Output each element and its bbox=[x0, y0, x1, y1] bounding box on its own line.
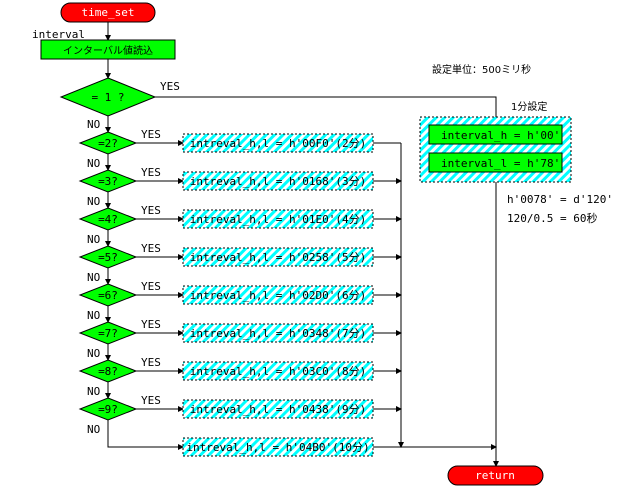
decision-diamond bbox=[78, 359, 138, 383]
action-label: intreval_h,l = h'02D0'(6分) bbox=[190, 289, 367, 302]
decision-4: =4? YES NO intreval_h,l = h'01E0'(4分) bbox=[78, 204, 402, 247]
action-label: intreval_h,l = h'03C0'(8分) bbox=[190, 365, 367, 378]
decision-1-yes: YES bbox=[160, 80, 180, 93]
note-hex-dec: h'0078' = d'120' bbox=[507, 193, 613, 206]
decision-6: =6? YES NO intreval_h,l = h'02D0'(6分) bbox=[78, 280, 402, 323]
decision-8: =8? YES NO intreval_h,l = h'03C0'(8分) bbox=[78, 356, 402, 399]
decision-diamond bbox=[78, 283, 138, 307]
read-interval-label: インターバル値読込 bbox=[63, 44, 153, 57]
action-label: intreval_h,l = h'01E0'(4分) bbox=[190, 213, 367, 226]
yes-label: YES bbox=[141, 356, 161, 369]
one-minute-group: 1分設定 interval_h = h'00' interval_l = h'7… bbox=[419, 100, 613, 225]
action-box bbox=[182, 285, 374, 305]
decision-7: =7? YES NO intreval_h,l = h'0348'(7分) bbox=[78, 318, 402, 361]
decision-diamond bbox=[78, 245, 138, 269]
default-action-box bbox=[182, 437, 374, 457]
unit-note: 設定単位：500ミリ秒 bbox=[432, 63, 531, 76]
end-label: return bbox=[475, 469, 515, 482]
decision-3: =3? YES NO intreval_h,l = h'0168'(3分) bbox=[78, 166, 402, 209]
action-box bbox=[182, 361, 374, 381]
set-interval-l: interval_l = h'78' bbox=[441, 157, 560, 170]
decision-label: =4? bbox=[98, 213, 118, 226]
decision-label: =5? bbox=[98, 251, 118, 264]
default-branch: intreval_h,l = h'04B0'(10分) bbox=[107, 420, 401, 457]
action-label: intreval_h,l = h'00F0'(2分) bbox=[190, 137, 367, 150]
decision-diamond bbox=[78, 207, 138, 231]
decision-label: =9? bbox=[98, 403, 118, 416]
default-connector bbox=[107, 420, 184, 450]
action-box bbox=[182, 171, 374, 191]
one-minute-title: 1分設定 bbox=[511, 100, 547, 113]
decision-9: =9? YES NO intreval_h,l = h'0438'(9分) bbox=[78, 394, 402, 436]
no-label: NO bbox=[87, 195, 100, 208]
no-label: NO bbox=[87, 271, 100, 284]
no-label: NO bbox=[87, 157, 100, 170]
no-label: NO bbox=[87, 347, 100, 360]
yes-label: YES bbox=[141, 166, 161, 179]
no-label: NO bbox=[87, 309, 100, 322]
decision-label: =6? bbox=[98, 289, 118, 302]
action-label: intreval_h,l = h'0258'(5分) bbox=[190, 251, 367, 264]
action-label: intreval_h,l = h'0348'(7分) bbox=[190, 327, 367, 340]
read-interval-step: インターバル値読込 bbox=[40, 39, 176, 60]
action-box bbox=[182, 323, 374, 343]
yes-label: YES bbox=[141, 318, 161, 331]
decision-2: =2? YES NO intreval_h,l = h'00F0'(2分) bbox=[78, 128, 374, 171]
start-terminal: time_set bbox=[60, 2, 156, 23]
yes-label: YES bbox=[141, 280, 161, 293]
input-label: interval bbox=[32, 28, 85, 41]
action-box bbox=[182, 133, 374, 153]
decision-label: =3? bbox=[98, 175, 118, 188]
default-action-label: intreval_h,l = h'04B0'(10分) bbox=[186, 441, 369, 454]
no-label: NO bbox=[87, 423, 100, 436]
note-seconds: 120/0.5 = 60秒 bbox=[507, 211, 597, 225]
set-interval-h: interval_h = h'00' bbox=[441, 129, 560, 142]
decision-label: =7? bbox=[98, 327, 118, 340]
action-box bbox=[182, 399, 374, 419]
decision-label: =8? bbox=[98, 365, 118, 378]
yes-label: YES bbox=[141, 204, 161, 217]
end-terminal: return bbox=[447, 465, 544, 486]
decision-1-label: = 1 ? bbox=[91, 91, 124, 104]
decision-diamond bbox=[78, 321, 138, 345]
no-label: NO bbox=[87, 385, 100, 398]
action-box bbox=[182, 247, 374, 267]
action-label: intreval_h,l = h'0168'(3分) bbox=[190, 175, 367, 188]
decision-1: = 1 ? YES NO bbox=[59, 77, 180, 131]
yes-label: YES bbox=[141, 242, 161, 255]
yes-label: YES bbox=[141, 394, 161, 407]
decision-label: =2? bbox=[98, 137, 118, 150]
decision-1-no: NO bbox=[87, 118, 100, 131]
yes-label: YES bbox=[141, 128, 161, 141]
action-box bbox=[182, 209, 374, 229]
no-label: NO bbox=[87, 233, 100, 246]
decision-diamond bbox=[78, 169, 138, 193]
decision-5: =5? YES NO intreval_h,l = h'0258'(5分) bbox=[78, 242, 402, 285]
decision-diamond bbox=[78, 131, 138, 155]
start-label: time_set bbox=[82, 6, 135, 19]
action-label: intreval_h,l = h'0438'(9分) bbox=[190, 403, 367, 416]
connectors bbox=[105, 22, 499, 467]
